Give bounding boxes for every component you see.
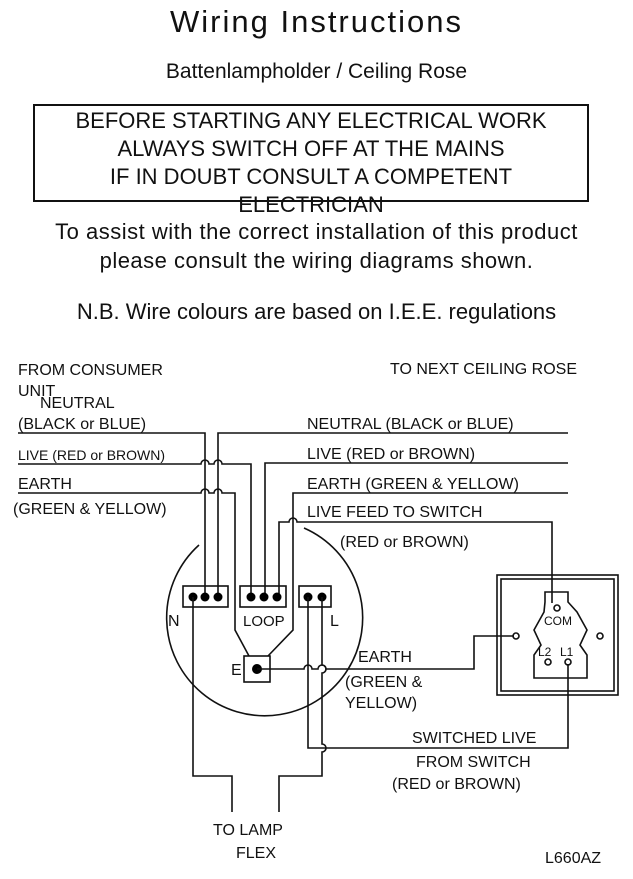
terminal-l <box>298 585 332 608</box>
page-subtitle: Battenlampholder / Ceiling Rose <box>165 60 468 83</box>
label-l: L <box>330 613 339 630</box>
warning-line-1: BEFORE STARTING ANY ELECTRICAL WORK <box>75 108 547 133</box>
label-switch-earth-colour-2: YELLOW) <box>345 695 417 712</box>
intro-line-2: please consult the wiring diagrams shown… <box>99 248 534 273</box>
label-left-earth: EARTH <box>18 476 72 493</box>
intro-line-1: To assist with the correct installation … <box>55 219 578 244</box>
label-unit: UNIT <box>18 383 56 400</box>
label-loop: LOOP <box>243 613 285 630</box>
wire-lamp-live <box>278 597 327 812</box>
wire-colour-note: N.B. Wire colours are based on I.E.E. re… <box>76 299 557 324</box>
label-switch-earth: EARTH <box>358 649 412 666</box>
light-switch <box>496 574 619 696</box>
label-from-consumer: FROM CONSUMER <box>18 362 163 379</box>
label-to-lamp: TO LAMP <box>213 822 283 839</box>
wire-left-live <box>18 459 252 597</box>
terminal-loop <box>239 585 287 608</box>
wire-switched-live <box>307 597 569 749</box>
label-com: COM <box>544 614 572 628</box>
wire-right-neutral <box>217 432 568 597</box>
wire-lamp-neutral <box>192 597 233 812</box>
label-left-earth-colour: (GREEN & YELLOW) <box>13 501 167 518</box>
label-live-feed-colour: (RED or BROWN) <box>340 534 469 551</box>
wire-right-earth <box>267 492 568 657</box>
label-switch-earth-colour-1: (GREEN & <box>345 674 423 691</box>
label-right-earth: EARTH (GREEN & YELLOW) <box>307 476 519 493</box>
product-code: L660AZ <box>545 850 601 867</box>
warning-line-2: ALWAYS SWITCH OFF AT THE MAINS <box>117 136 505 161</box>
ceiling-rose-outline <box>165 527 364 717</box>
label-l2: L2 <box>538 645 552 659</box>
label-live-feed: LIVE FEED TO SWITCH <box>307 504 482 521</box>
label-e: E <box>231 662 242 679</box>
wire-left-earth <box>18 488 250 657</box>
label-right-neutral: NEUTRAL (BLACK or BLUE) <box>307 416 514 433</box>
label-from-switch: FROM SWITCH <box>416 754 531 771</box>
label-to-next-rose: TO NEXT CEILING ROSE <box>390 361 577 378</box>
label-flex: FLEX <box>236 845 276 862</box>
label-right-live: LIVE (RED or BROWN) <box>307 446 475 463</box>
wire-switch-earth <box>257 635 514 670</box>
label-left-live: LIVE (RED or BROWN) <box>18 447 165 463</box>
safety-warning-box: BEFORE STARTING ANY ELECTRICAL WORK ALWA… <box>33 104 589 217</box>
label-left-neutral-colour: (BLACK or BLUE) <box>18 416 146 433</box>
label-left-neutral: NEUTRAL <box>40 395 115 412</box>
label-switched-live: SWITCHED LIVE <box>412 730 536 747</box>
warning-line-3: IF IN DOUBT CONSULT A COMPETENT ELECTRIC… <box>109 164 513 217</box>
wire-left-neutral <box>18 432 206 597</box>
label-n: N <box>168 613 180 630</box>
wire-live-feed <box>278 517 553 603</box>
wire-right-live <box>264 462 568 597</box>
label-l1: L1 <box>560 645 574 659</box>
label-switched-live-colour: (RED or BROWN) <box>392 776 521 793</box>
page-title: Wiring Instructions <box>170 4 463 39</box>
